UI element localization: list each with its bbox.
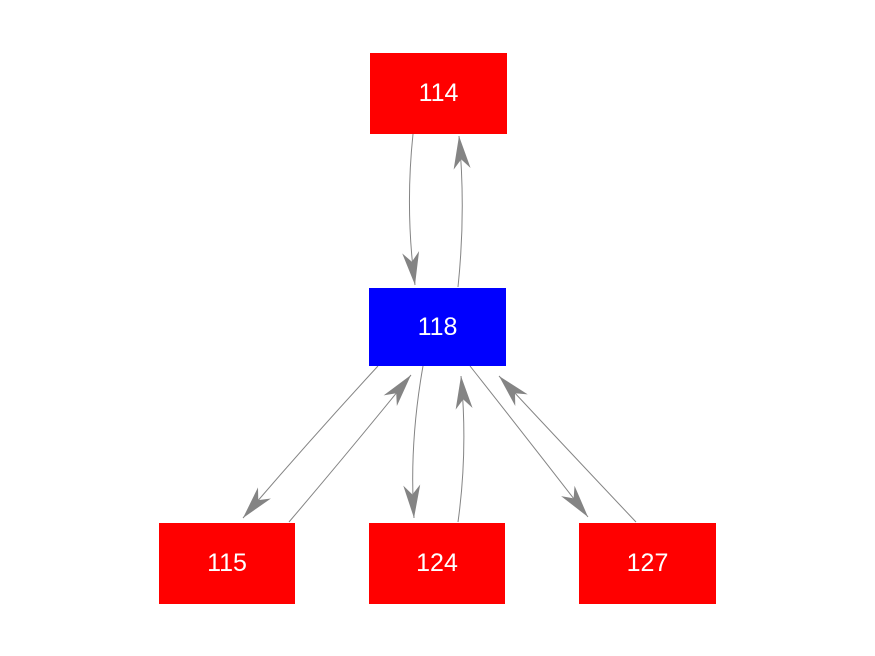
node-label: 124 [416, 549, 458, 577]
edge-118-124 [403, 365, 424, 519]
edge-127-118 [498, 375, 637, 523]
node-114[interactable]: 114 [370, 53, 507, 134]
node-label: 127 [626, 549, 669, 577]
node-124[interactable]: 124 [369, 523, 505, 604]
edge-118-115 [242, 365, 379, 519]
edge-124-118 [455, 375, 473, 523]
node-118[interactable]: 118 [369, 288, 506, 366]
node-127[interactable]: 127 [579, 523, 716, 604]
node-label: 114 [418, 79, 459, 107]
node-label: 118 [417, 312, 458, 341]
edge-114-118 [402, 133, 420, 286]
edge-118-114 [453, 135, 471, 288]
edge-115-118 [288, 374, 412, 523]
node-115[interactable]: 115 [159, 523, 295, 604]
edge-118-127 [469, 365, 589, 518]
node-label: 115 [207, 549, 247, 577]
